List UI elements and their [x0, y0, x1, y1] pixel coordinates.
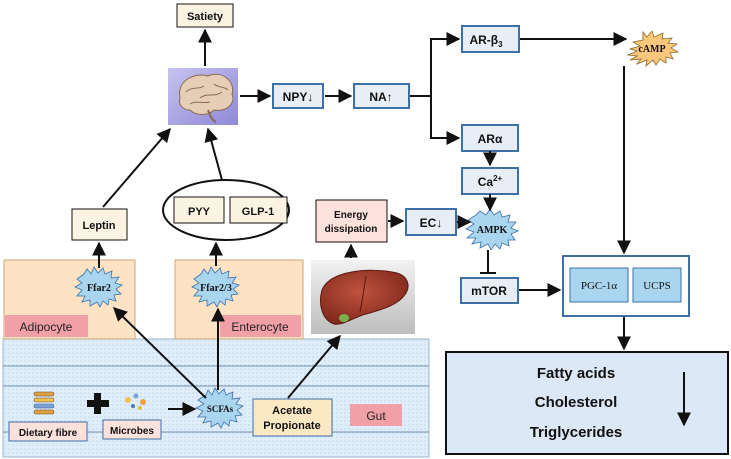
- npy-box: [272, 83, 324, 109]
- leptin-label: Leptin: [83, 220, 116, 232]
- satiety-label: Satiety: [187, 11, 224, 23]
- ca-label: Ca2+: [478, 174, 503, 189]
- microbes-label: Microbes: [110, 426, 154, 437]
- ar-beta3-subscript: 3: [498, 40, 503, 49]
- ffar23-label: Ffar2/3: [200, 283, 232, 294]
- pgc1a-box: [569, 267, 629, 303]
- scfas-star: [195, 387, 244, 429]
- dietary-fibre-label: Dietary fibre: [19, 428, 78, 439]
- scfas-label: SCFAs: [207, 404, 234, 414]
- ca-main: Ca: [478, 175, 494, 189]
- ar-alpha-label: ARα: [478, 132, 503, 146]
- ar-beta3-label: AR-β3: [469, 33, 503, 49]
- pyy-box: [173, 196, 225, 224]
- ca-superscript: 2+: [493, 174, 502, 183]
- camp-star: [626, 30, 680, 68]
- ffar2-label: Ffar2: [87, 283, 111, 294]
- npy-label: NPY↓: [283, 90, 314, 104]
- energy-label-line1: Energy: [334, 210, 368, 221]
- fatty-acids-label: Fatty acids: [537, 365, 615, 382]
- liver-icon: [311, 260, 415, 334]
- ucps-label: UCPS: [643, 280, 671, 292]
- enterocyte-tag: [220, 315, 301, 337]
- energy-dissipation-box: [315, 199, 388, 243]
- acetate-label: Acetate: [272, 405, 312, 417]
- pgc1a-label: PGC-1α: [581, 280, 618, 292]
- mtor-box: [460, 277, 519, 304]
- ar-alpha-box: [461, 124, 519, 152]
- acetate-propionate-box: [252, 398, 333, 437]
- gut-tag: [350, 404, 402, 426]
- camp-label: cAMP: [638, 44, 665, 55]
- brain-icon: [168, 68, 238, 125]
- ca-box: [461, 167, 519, 195]
- na-box: [353, 83, 410, 109]
- gut-label: Gut: [366, 409, 386, 423]
- adipocyte-label: Adipocyte: [20, 320, 73, 334]
- mtor-label: mTOR: [471, 284, 507, 298]
- arrows: [92, 28, 631, 416]
- cholesterol-label: Cholesterol: [535, 394, 618, 411]
- hormone-ellipse: [162, 179, 290, 241]
- triglycerides-label: Triglycerides: [530, 424, 623, 441]
- glp1-box: [229, 196, 288, 224]
- ec-label: EC↓: [420, 216, 443, 230]
- plus-icon: [87, 393, 109, 414]
- ampk-star: [465, 208, 520, 251]
- ampk-label: AMPK: [477, 225, 508, 236]
- microbes-icon: [125, 393, 146, 410]
- ucps-box: [632, 267, 682, 303]
- satiety-box: [176, 3, 234, 28]
- dietary-fibre-box: [8, 421, 88, 442]
- na-label: NA↑: [369, 90, 392, 104]
- propionate-label: Propionate: [263, 420, 320, 432]
- microbes-box: [102, 419, 162, 440]
- enterocyte-label: Enterocyte: [231, 320, 289, 334]
- ec-box: [405, 208, 457, 236]
- fibre-icon: [33, 391, 55, 415]
- ar-beta3-box: [461, 25, 520, 53]
- ffar23-star: [191, 266, 240, 308]
- lipids-box: [445, 351, 729, 455]
- leptin-box: [71, 208, 128, 241]
- ffar2-star: [74, 266, 123, 308]
- pyy-label: PYY: [188, 206, 211, 218]
- adipocyte-tag: [5, 315, 88, 337]
- ar-beta3-main: AR-β: [469, 33, 498, 47]
- glp1-label: GLP-1: [242, 206, 274, 218]
- energy-label-line2: dissipation: [325, 224, 378, 235]
